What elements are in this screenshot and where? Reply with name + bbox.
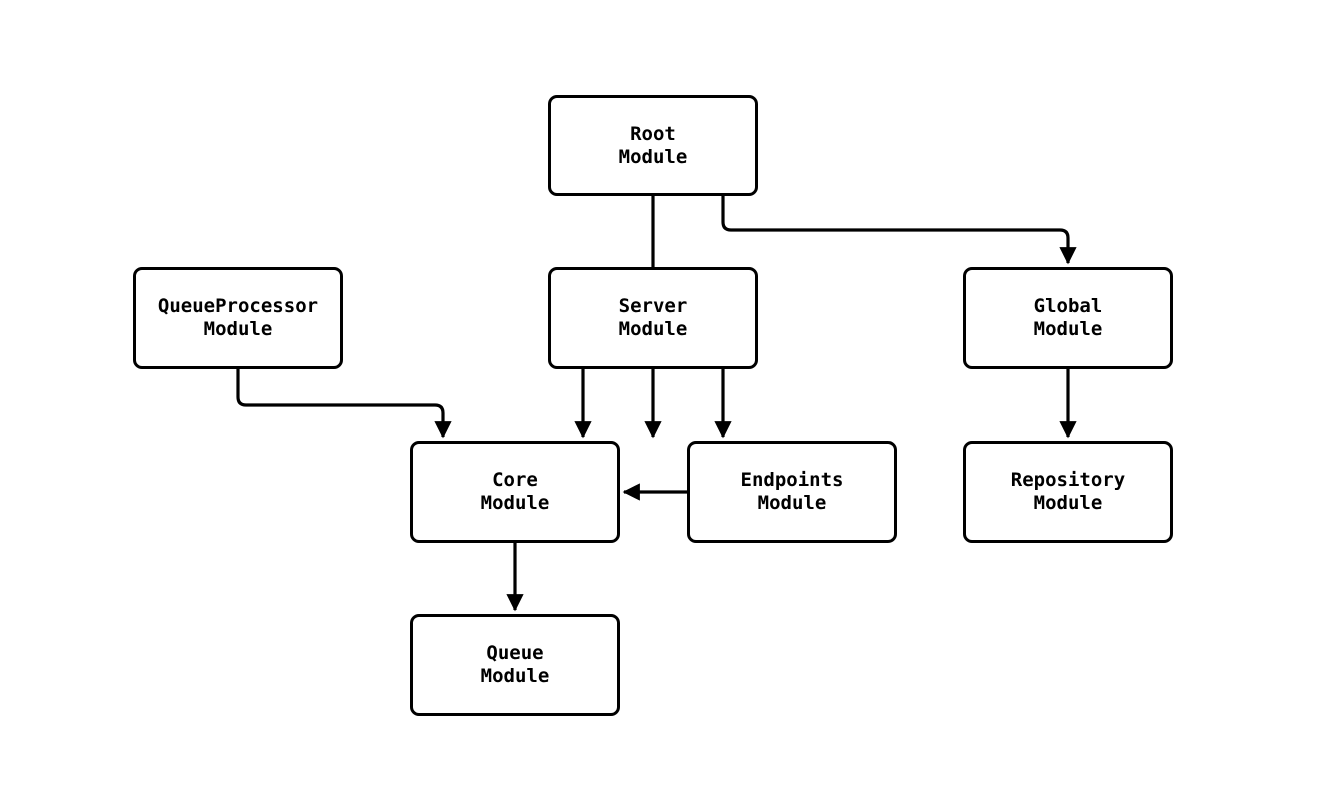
node-queueprocessor-module-line1: QueueProcessor [157,295,319,317]
node-server-module[interactable]: Server Module [548,267,758,369]
node-queueprocessor-module[interactable]: QueueProcessor Module [133,267,343,369]
node-server-module-line2: Module [618,318,688,340]
node-core-module-line1: Core [492,469,538,491]
node-repository-module-line1: Repository [1010,469,1126,491]
node-repository-module-line2: Module [1033,492,1103,514]
node-server-module-line1: Server [618,295,688,317]
node-endpoints-module[interactable]: Endpoints Module [687,441,897,543]
node-global-module-line2: Module [1033,318,1103,340]
node-endpoints-module-line1: Endpoints [740,469,844,491]
node-queue-module-line1: Queue [486,642,544,664]
edge-root-to-global [721,196,1077,265]
node-global-module[interactable]: Global Module [963,267,1173,369]
node-queue-module-line2: Module [480,665,550,687]
node-root-module[interactable]: Root Module [548,95,758,196]
node-root-module-line1: Root [630,122,676,145]
node-endpoints-module-line2: Module [757,492,827,514]
node-repository-module[interactable]: Repository Module [963,441,1173,543]
node-queue-module[interactable]: Queue Module [410,614,620,716]
node-core-module[interactable]: Core Module [410,441,620,543]
node-queueprocessor-module-line2: Module [203,318,273,340]
node-root-module-line2: Module [618,145,688,168]
node-global-module-line1: Global [1033,295,1103,317]
edge-queueprocessor-to-core [236,369,452,439]
node-core-module-line2: Module [480,492,550,514]
